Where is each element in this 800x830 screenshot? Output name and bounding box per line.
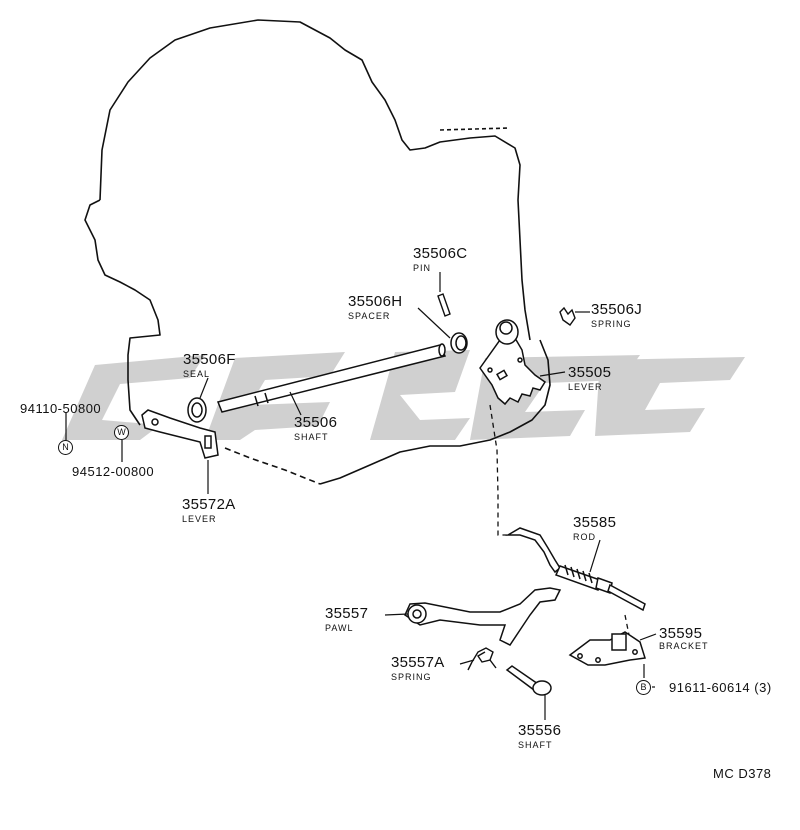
part-name-spacer: SPACER: [348, 311, 391, 321]
spacer-drawing: [450, 332, 468, 354]
part-number-35506H: 35506H: [348, 293, 403, 310]
part-number-35557: 35557: [325, 605, 369, 622]
bolt-symbol: B: [636, 680, 651, 695]
watermark-shape-2: [205, 352, 345, 440]
part-number-35506C: 35506C: [413, 245, 468, 262]
pawl-drawing: [404, 587, 562, 646]
nut-symbol: N: [58, 440, 73, 455]
diagram-code: MC D378: [713, 766, 772, 781]
part-name-seal: SEAL: [183, 369, 211, 379]
seal-drawing: [187, 397, 207, 423]
pawl-shaft-drawing: [505, 665, 552, 696]
part-name-pawl: PAWL: [325, 623, 354, 633]
bracket-drawing: [568, 631, 646, 666]
watermark-shape-1: [62, 355, 205, 440]
part-name-lever-35505: LEVER: [568, 382, 603, 392]
watermark-shape-3: [370, 350, 470, 440]
small-spring-drawing: [559, 306, 576, 326]
part-name-lever-35572A: LEVER: [182, 514, 217, 524]
watermark-shape-5: [595, 357, 745, 436]
detent-lever-drawing: [479, 319, 547, 406]
rod-drawing: [505, 527, 646, 612]
part-name-shaft-35506: SHAFT: [294, 432, 329, 442]
part-name-spring-35557A: SPRING: [391, 672, 432, 682]
pin-drawing: [437, 293, 451, 317]
watermark-logo: [62, 350, 745, 440]
part-number-35585: 35585: [573, 514, 617, 531]
pawl-spring-drawing: [467, 647, 497, 671]
manual-lever-drawing: [141, 409, 219, 459]
part-name-spring-j: SPRING: [591, 319, 632, 329]
part-number-35557A: 35557A: [391, 654, 445, 671]
leader-lines: [65, 272, 657, 720]
part-name-shaft-35556: SHAFT: [518, 740, 553, 750]
part-number-35506J: 35506J: [591, 301, 643, 318]
part-number-35556: 35556: [518, 722, 562, 739]
part-number-35595: 35595: [659, 625, 703, 642]
part-name-pin: PIN: [413, 263, 432, 273]
part-number-94110-50800: 94110-50800: [20, 401, 102, 416]
part-number-94512-00800: 94512-00800: [72, 464, 155, 479]
part-name-bracket: BRACKET: [659, 641, 709, 651]
part-number-35506F: 35506F: [183, 351, 236, 368]
part-number-35505: 35505: [568, 364, 612, 381]
part-number-91611-60614: 91611-60614 (3): [669, 680, 772, 695]
shift-shaft-drawing: [216, 343, 447, 413]
transmission-case-outline: [84, 19, 551, 485]
part-number-35572A: 35572A: [182, 496, 236, 513]
washer-symbol: W: [114, 425, 129, 440]
part-number-35506: 35506: [294, 414, 338, 431]
part-name-rod: ROD: [573, 532, 596, 542]
